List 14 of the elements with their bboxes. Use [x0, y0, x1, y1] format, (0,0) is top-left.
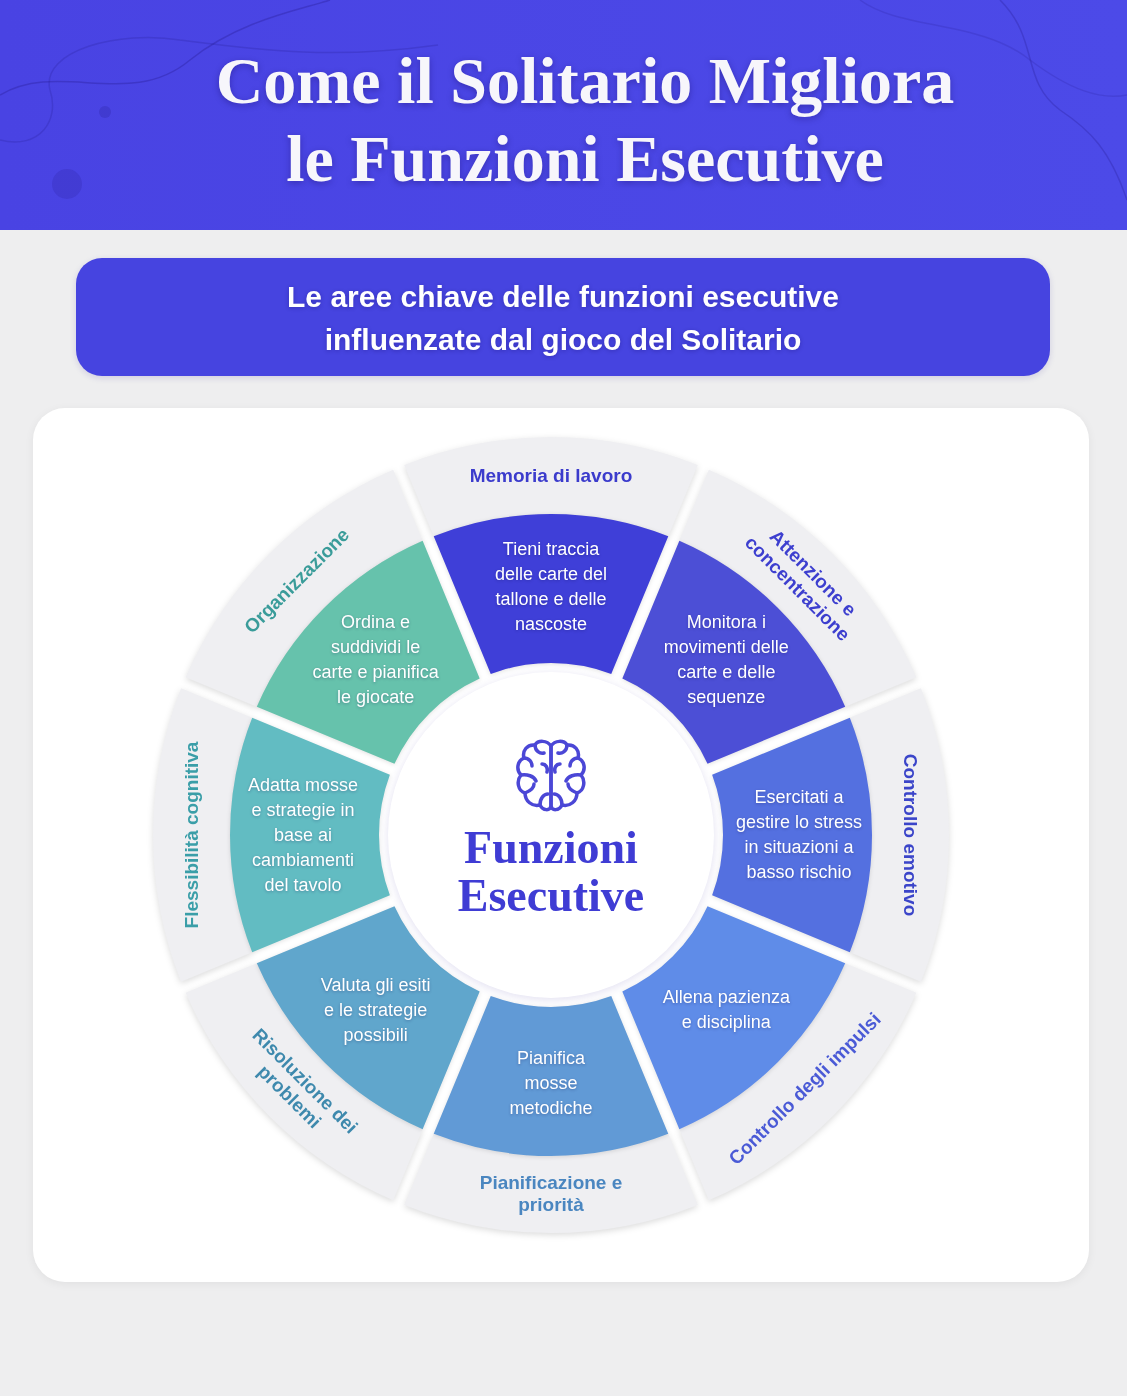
subtitle-banner [76, 258, 1050, 376]
segment-description: Adatta mosse e strategie in base ai cambiamenti del tavolo [246, 773, 360, 897]
page-title: Come il Solitario Migliora le Funzioni Esecutive [214, 43, 956, 197]
segment-heading: Pianificazione e priorità [478, 1172, 624, 1216]
subtitle-text: Le aree chiave delle funzioni esecutive influenzate dal gioco del Solitario [286, 279, 840, 358]
segment-description: Tieni traccia delle carte del tallone e delle nascoste [493, 538, 609, 636]
segment-heading: Memoria di lavoro [469, 465, 633, 487]
segment-description: Valuta gli esiti e le strategie possibili [320, 973, 432, 1045]
segment-heading: Controllo emotivo [899, 753, 921, 917]
center-title: Funzioni Esecutive [456, 824, 646, 920]
segment-description: Pianifica mosse metodiche [508, 1046, 594, 1120]
segment-description: Esercitati a gestire lo stress in situazioni a basso rischio [734, 786, 863, 884]
segment-heading: Flessibilità cognitiva [181, 741, 203, 929]
segment-description: Allena pazienza e disciplina [661, 986, 791, 1035]
